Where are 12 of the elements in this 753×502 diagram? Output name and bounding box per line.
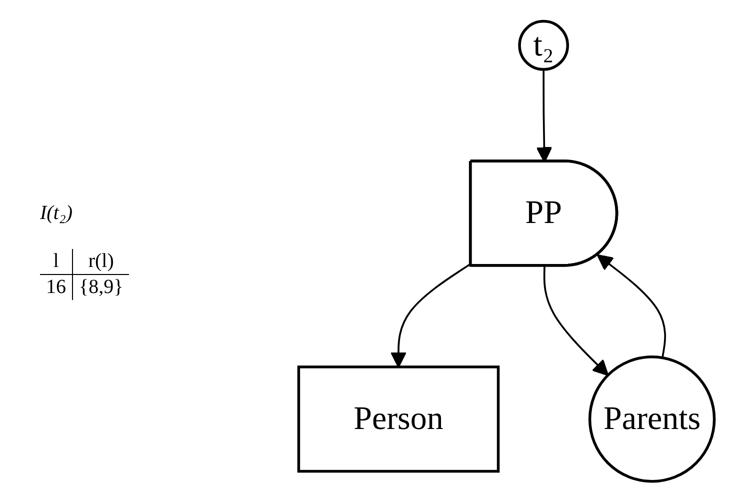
node-circle [588,355,716,483]
node-box [297,366,500,473]
formula-text: I(t₂) [40,202,72,225]
arrow [543,266,609,376]
arrow [390,262,472,368]
node-circle [518,20,569,71]
table-cell: r(l) [72,249,130,274]
table-cell: l [40,249,72,274]
table-cell: 16 [40,274,72,300]
table-cell: {8,9} [72,274,130,300]
arrow [596,254,666,358]
diagram: t₂ PP Person Parents [260,6,753,496]
